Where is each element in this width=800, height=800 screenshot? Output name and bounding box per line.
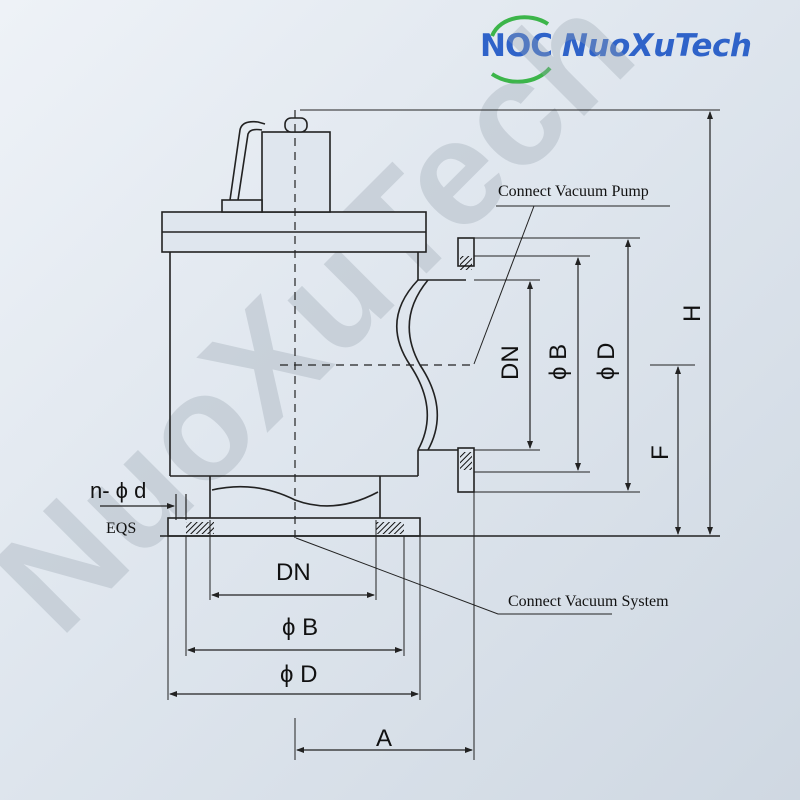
- label-side-phi-d: ϕ D: [593, 343, 620, 380]
- dimension-lines: [100, 111, 713, 753]
- watermark: NuoXuTech: [0, 0, 664, 663]
- valve-body: [160, 117, 720, 537]
- label-f: F: [647, 445, 674, 460]
- label-side-phi-b: ϕ B: [545, 344, 572, 380]
- logo-swoosh-icon: [490, 15, 552, 84]
- label-connect-vacuum-pump: Connect Vacuum Pump: [498, 183, 649, 200]
- centerlines: [280, 110, 470, 540]
- label-side-dn: DN: [497, 345, 524, 380]
- brand-mark: NOC: [480, 28, 553, 64]
- label-bottom-phi-d: ϕ D: [280, 661, 317, 688]
- label-n-phi-d: n- ϕ d: [90, 478, 146, 503]
- label-eqs: EQS: [106, 520, 136, 537]
- label-bottom-phi-b: ϕ B: [282, 614, 318, 641]
- leader-lines: [295, 205, 670, 615]
- brand-logo: [470, 6, 795, 92]
- extension-lines: [167, 109, 720, 760]
- brand-name: NuoXuTech: [562, 28, 752, 64]
- label-a: A: [376, 725, 392, 752]
- label-connect-vacuum-system: Connect Vacuum System: [508, 593, 669, 610]
- label-bottom-dn: DN: [276, 559, 311, 586]
- label-h: H: [679, 305, 706, 322]
